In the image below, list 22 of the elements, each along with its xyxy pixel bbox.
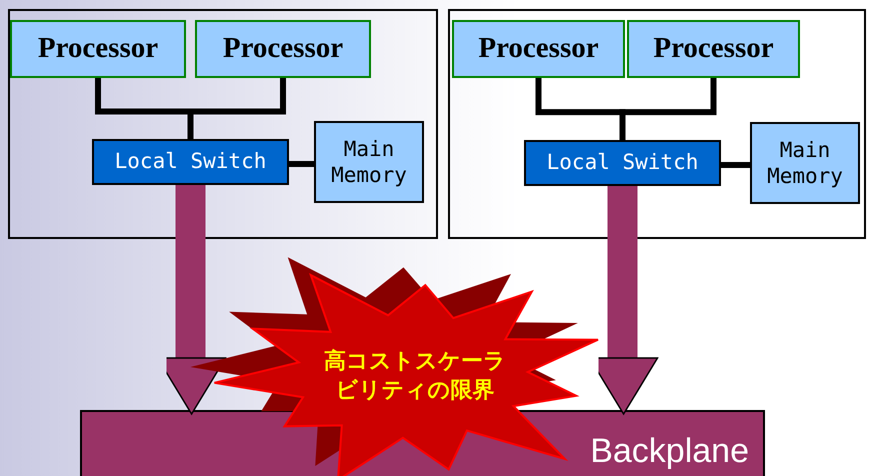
- node-frame: [8, 9, 438, 239]
- node-frame: [448, 9, 866, 239]
- connector-line: [289, 161, 314, 167]
- processor-label: Processor: [38, 31, 158, 66]
- memory-label: Main Memory: [766, 136, 844, 190]
- processor-box: [627, 20, 800, 78]
- memory-box: [750, 122, 860, 204]
- processor-box: [195, 20, 371, 78]
- processor-label: Processor: [478, 31, 599, 66]
- connector-line: [721, 162, 750, 168]
- processor-label: Processor: [222, 31, 344, 66]
- backplane-label: Backplane: [590, 431, 749, 472]
- processor-box: [452, 20, 625, 78]
- switch-label: Local Switch: [546, 149, 698, 176]
- switch-box: [92, 139, 289, 185]
- processor-label: Processor: [653, 31, 774, 66]
- memory-box: [314, 121, 424, 203]
- switch-label: Local Switch: [114, 148, 266, 176]
- callout-text: 高コストスケーラビリティの限界: [323, 347, 507, 404]
- memory-label: Main Memory: [330, 136, 408, 188]
- processor-box: [10, 20, 186, 78]
- switch-box: [524, 140, 721, 186]
